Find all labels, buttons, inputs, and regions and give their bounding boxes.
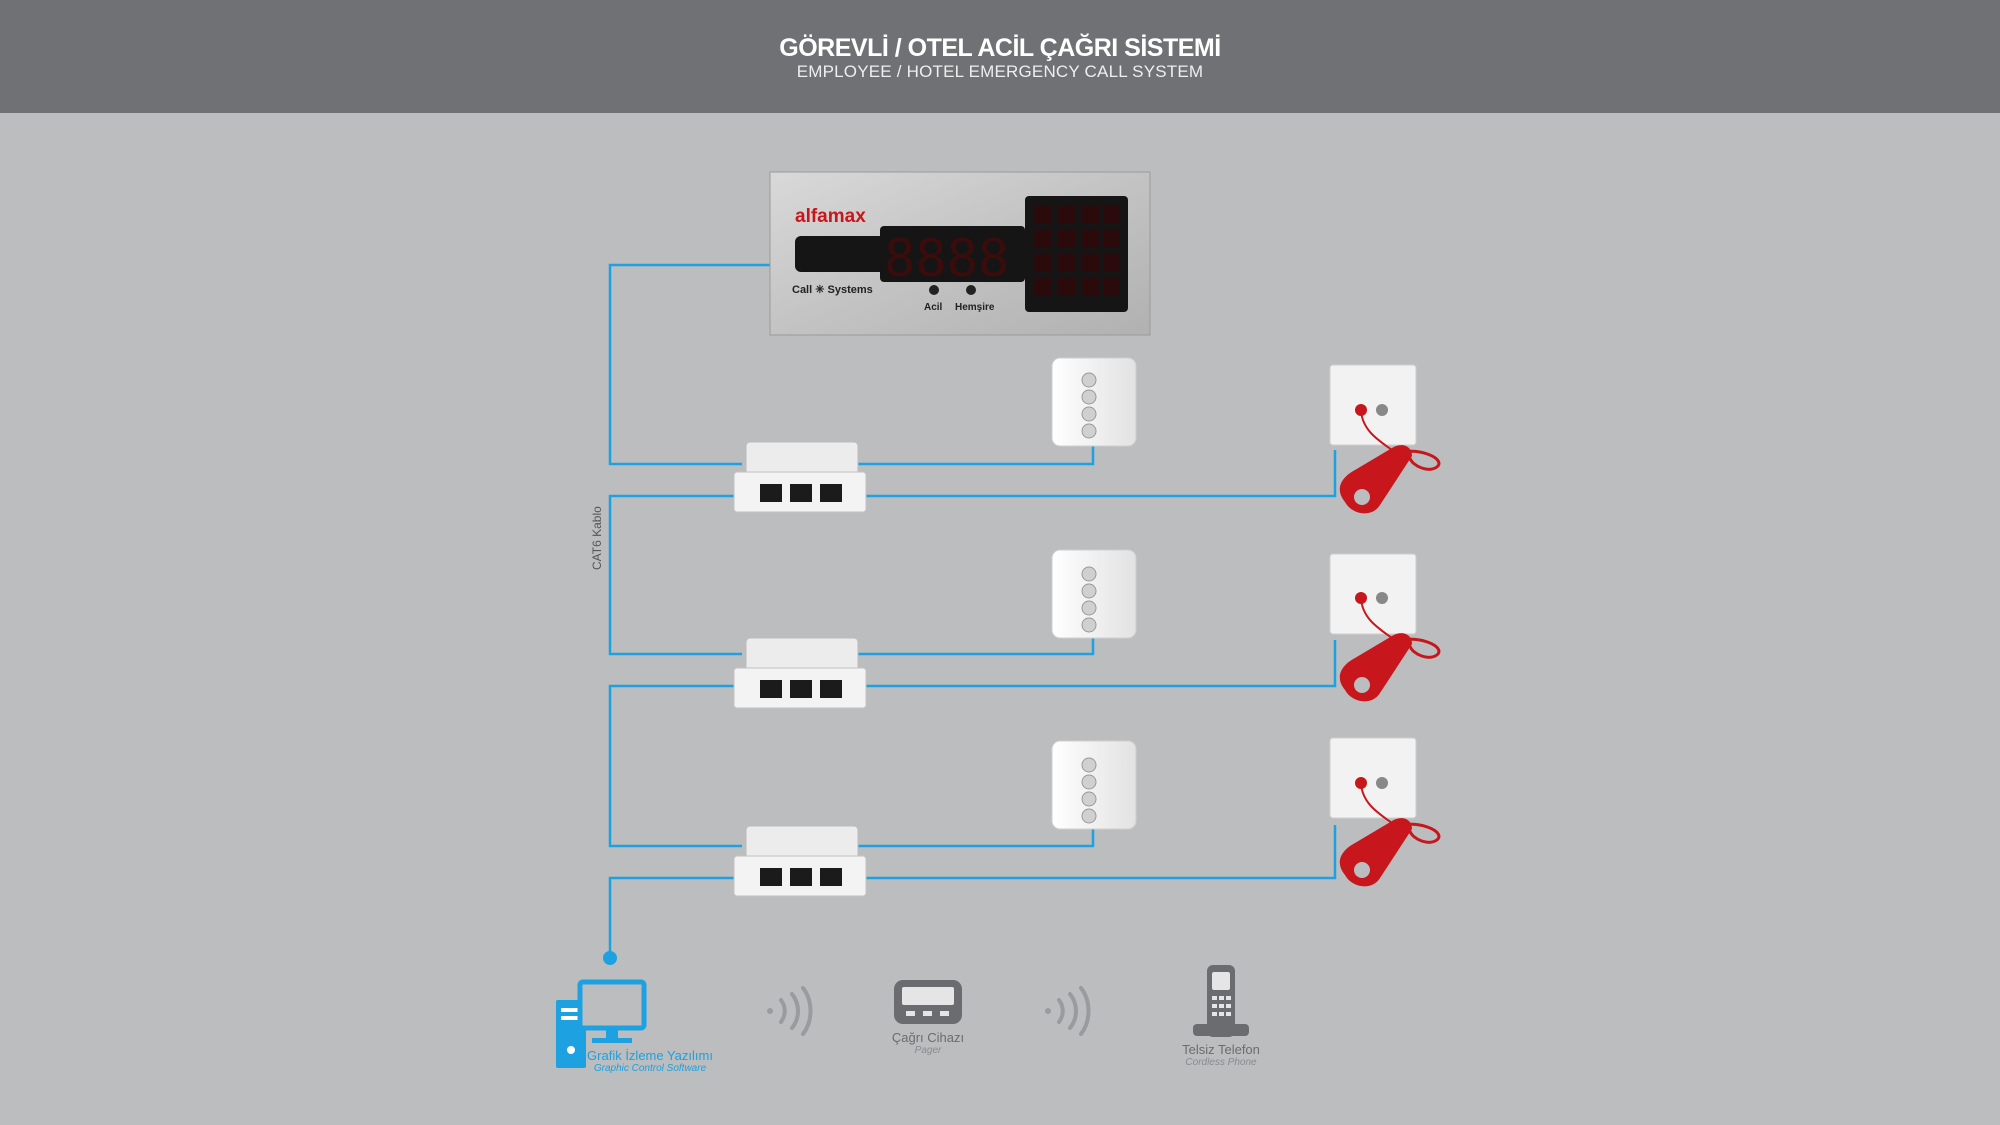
computer-icon — [556, 979, 647, 1068]
device-label-software-sub: Graphic Control Software — [593, 1063, 707, 1074]
switch-box-2 — [733, 637, 867, 709]
device-label-phone-main: Telsiz Telefon — [1182, 1042, 1260, 1057]
bed-call-button-2 — [1051, 549, 1137, 639]
title-english: EMPLOYEE / HOTEL EMERGENCY CALL SYSTEM — [796, 62, 1204, 81]
header: GÖREVLİ / OTEL ACİL ÇAĞRI SİSTEMİ EMPLOY… — [0, 0, 2000, 113]
cable-label: CAT6 Kablo — [590, 506, 604, 570]
panel-call-systems: Call ✳ Systems — [792, 284, 873, 296]
panel-btn-acil: Acil — [924, 302, 943, 313]
device-label-software: Grafik İzleme Yazılımı Graphic Control S… — [570, 1048, 730, 1074]
wireless-signal-icon-1 — [767, 986, 813, 1036]
switch-box-3 — [733, 825, 867, 897]
device-label-pager-main: Çağrı Cihazı — [891, 1030, 965, 1045]
display-panel: alfamax 8888 Call ✳ Systems Acil Hemşire — [769, 171, 1151, 336]
device-label-pager: Çağrı Cihazı Pager — [868, 1030, 988, 1056]
cordless-phone-icon — [1193, 965, 1249, 1037]
pager-icon — [894, 980, 962, 1024]
title-turkish: GÖREVLİ / OTEL ACİL ÇAĞRI SİSTEMİ — [779, 34, 1221, 62]
device-label-phone: Telsiz Telefon Cordless Phone — [1161, 1042, 1281, 1068]
bed-call-button-3 — [1051, 740, 1137, 830]
switch-box-1 — [733, 441, 867, 513]
panel-led-matrix — [1034, 206, 1120, 296]
panel-digits: 8888 — [884, 229, 1009, 289]
panel-btn-hemsire: Hemşire — [955, 302, 995, 313]
device-label-phone-sub: Cordless Phone — [1185, 1057, 1257, 1068]
device-label-pager-sub: Pager — [914, 1045, 942, 1056]
pull-cord-unit-3 — [1329, 737, 1441, 887]
cat6-cables — [608, 263, 1337, 956]
pull-cord-unit-1 — [1329, 364, 1441, 514]
wireless-signal-icon-2 — [1045, 986, 1091, 1036]
device-label-software-main: Grafik İzleme Yazılımı — [587, 1048, 713, 1063]
panel-brand: alfamax — [795, 206, 866, 227]
pull-cord-unit-2 — [1329, 553, 1441, 702]
cable-endpoint-dot — [603, 951, 617, 965]
bed-call-button-1 — [1051, 357, 1137, 447]
